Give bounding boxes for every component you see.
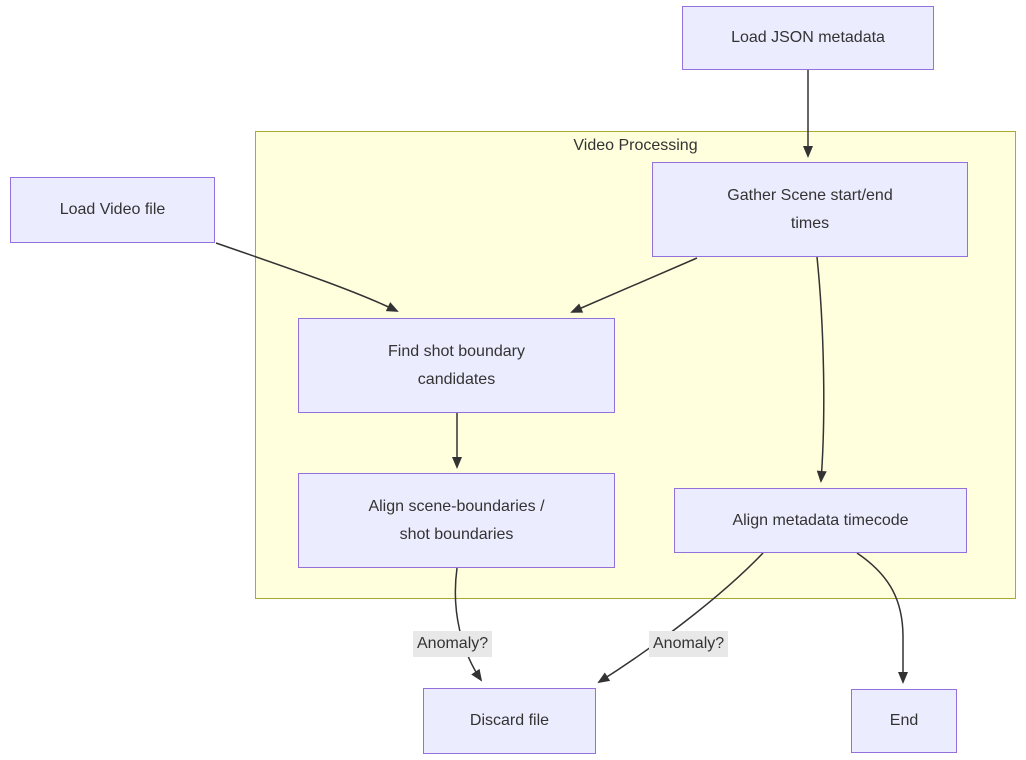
node-label: Load Video file: [59, 201, 166, 218]
node-label: shot boundaries: [399, 525, 514, 543]
edge-align-meta-to-end: [856, 552, 908, 684]
node-label: Gather Scene start/end: [727, 186, 893, 204]
node-load-json-metadata: Load JSON metadata: [682, 6, 934, 70]
node-label: Load JSON metadata: [731, 29, 885, 46]
node-label: End: [889, 712, 919, 729]
edge-align-scene-to-discard: [454, 567, 483, 682]
node-label: times: [790, 214, 830, 232]
node-label: candidates: [417, 370, 496, 388]
node-label: Align metadata timecode: [732, 511, 909, 529]
node-label: Find shot boundary: [388, 342, 525, 360]
node-discard-file: Discard file: [423, 688, 596, 754]
node-align-metadata-timecode: Align metadata timecode: [674, 488, 967, 553]
node-align-scene-shot-boundaries: Align scene-boundaries / shot boundaries: [298, 473, 615, 568]
edge-label-anomaly-right: Anomaly?: [649, 631, 729, 657]
edge-gather-scene-to-align-meta: [816, 256, 827, 483]
node-find-shot-boundary-candidates: Find shot boundary candidates: [298, 318, 615, 413]
node-gather-scene-times: Gather Scene start/end times: [652, 162, 968, 257]
node-label: Discard file: [469, 712, 550, 729]
edge-label-anomaly-left: Anomaly?: [413, 631, 493, 657]
node-label: Align scene-boundaries /: [368, 497, 545, 515]
edge-gather-scene-to-find-shot: [570, 257, 698, 313]
node-load-video-file: Load Video file: [10, 177, 215, 243]
edge-load-video-to-find-shot: [215, 242, 399, 312]
node-end: End: [851, 689, 957, 753]
cluster-title: Video Processing: [573, 137, 698, 154]
edge-align-meta-to-discard: [597, 552, 764, 684]
